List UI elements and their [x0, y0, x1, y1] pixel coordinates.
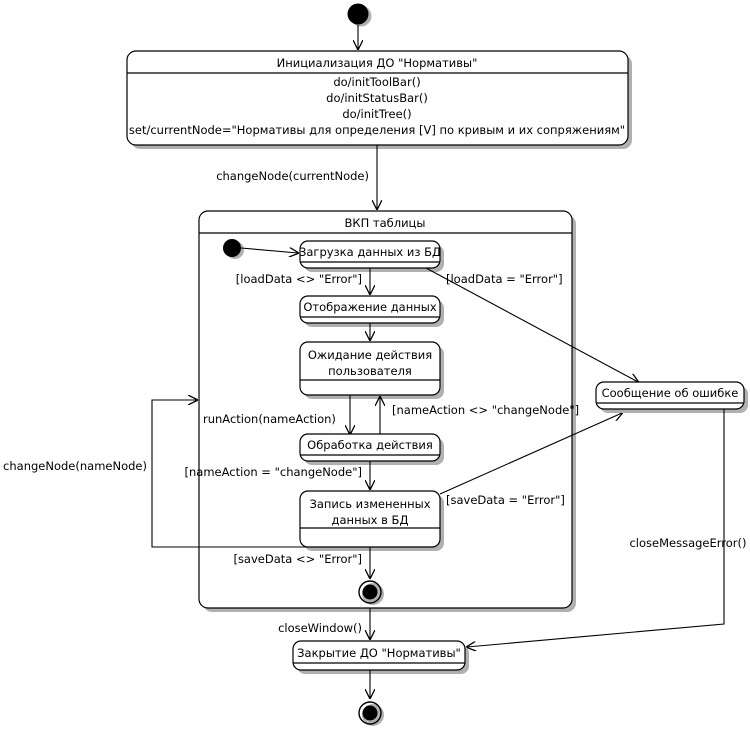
state-close[interactable]: Закрытие ДО "Нормативы" [292, 640, 469, 674]
composite-state-table[interactable]: ВКП таблицы [198, 210, 576, 612]
state-error-message[interactable]: Сообщение об ошибке [595, 381, 748, 413]
edge-label-change-node-name: changeNode(nameNode) [3, 459, 147, 473]
state-show-data[interactable]: Отображение данных [299, 295, 444, 327]
edge-label-close-window: closeWindow() [278, 621, 362, 635]
edge-label-action-change: [nameAction = "changeNode"] [185, 465, 362, 479]
state-save-data-title-line1: Запись измененных [309, 497, 430, 511]
state-initialization[interactable]: Инициализация ДО "Нормативы" do/initTool… [126, 50, 632, 149]
edge-label-save-error: [saveData = "Error"] [446, 493, 565, 507]
state-wait-user-title-line2: пользователя [328, 364, 412, 378]
final-node-inner [358, 580, 384, 605]
final-node-bottom [358, 701, 384, 726]
state-initialization-title: Инициализация ДО "Нормативы" [277, 56, 478, 70]
edge-label-change-node-current: changeNode(currentNode) [216, 169, 369, 183]
state-initialization-action-3: set/currentNode="Нормативы для определен… [129, 123, 625, 137]
state-show-data-title: Отображение данных [303, 300, 437, 314]
edge-label-load-error: [loadData = "Error"] [446, 272, 563, 286]
start-node-top [347, 3, 372, 27]
edge-change-node-name-loop [151, 400, 370, 548]
state-save-data[interactable]: Запись измененных данных в БД [299, 490, 444, 551]
state-wait-user-action[interactable]: Ожидание действия пользователя [299, 341, 444, 399]
state-close-title: Закрытие ДО "Нормативы" [297, 646, 461, 660]
state-load-data-title: Загрузка данных из БД [299, 245, 441, 259]
edge-label-action-not-change: [nameAction <> "changeNode"] [392, 403, 579, 417]
state-error-message-title: Сообщение об ошибке [602, 386, 739, 400]
start-node-inner [223, 239, 244, 259]
state-process-action[interactable]: Обработка действия [299, 433, 444, 465]
state-save-data-title-line2: данных в БД [332, 513, 409, 527]
edge-start-inner-to-load [240, 248, 298, 253]
edge-label-save-ok: [saveData <> "Error"] [233, 552, 362, 566]
state-initialization-action-0: do/initToolBar() [333, 75, 420, 89]
edge-save-to-error [439, 413, 622, 495]
state-initialization-action-1: do/initStatusBar() [326, 91, 428, 105]
edge-load-to-error [425, 267, 638, 382]
edge-label-run-action: runAction(nameAction) [203, 412, 336, 426]
state-initialization-action-2: do/initTree() [342, 107, 411, 121]
state-process-action-title: Обработка действия [307, 438, 433, 452]
composite-state-title: ВКП таблицы [345, 216, 426, 230]
edge-error-to-close [467, 409, 725, 647]
edge-label-load-ok: [loadData <> "Error"] [236, 272, 362, 286]
state-wait-user-title-line1: Ожидание действия [308, 348, 432, 362]
state-load-data[interactable]: Загрузка данных из БД [299, 240, 444, 272]
edge-label-close-message-error: closeMessageError() [629, 536, 746, 550]
